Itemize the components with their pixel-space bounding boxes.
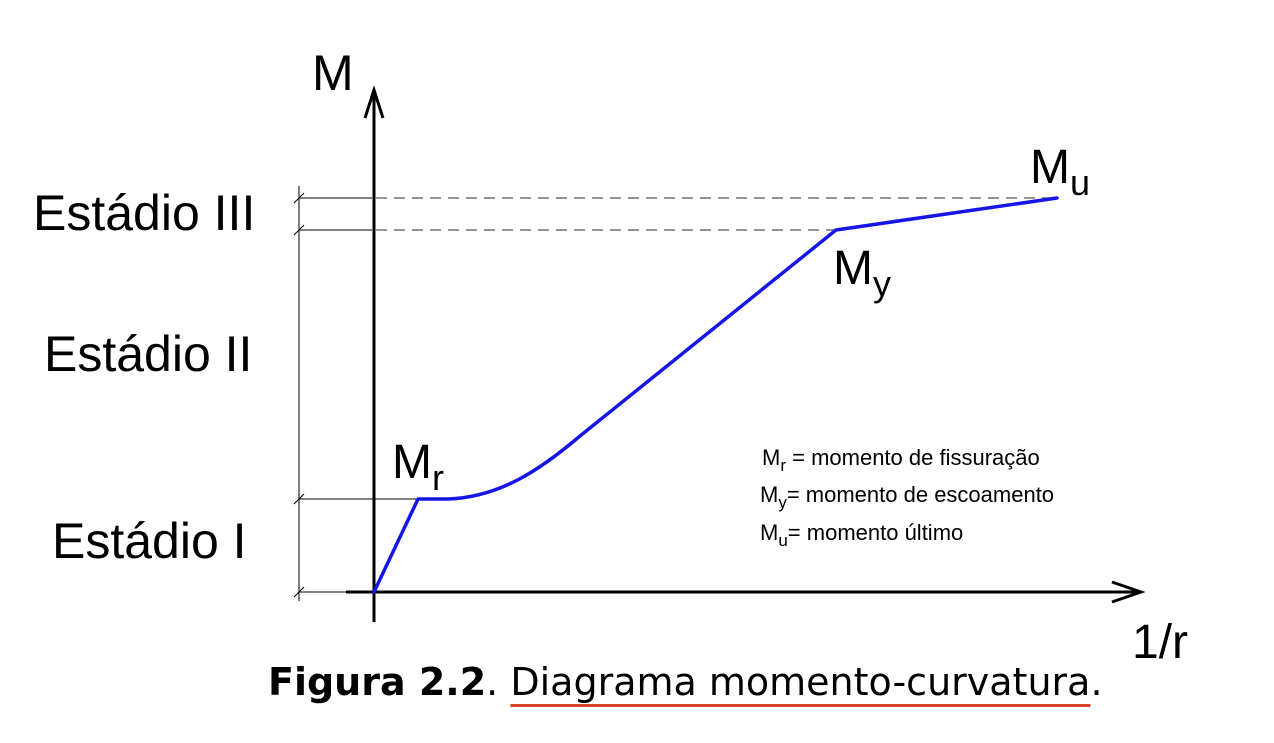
stage-label-iii: Estádio III <box>33 185 255 241</box>
stage-label-i: Estádio I <box>52 513 247 569</box>
legend-item-mr: Mr = momento de fissuração <box>762 445 1040 475</box>
caption-separator: . <box>486 660 511 704</box>
y-axis-arrowhead <box>363 85 385 119</box>
x-axis-label: 1/r <box>1132 616 1188 669</box>
y-axis-label: M <box>312 45 354 101</box>
point-label-mu: Mu <box>1030 141 1090 203</box>
point-label-mr: Mr <box>392 436 444 498</box>
figure-description: Diagrama momento-curvatura <box>510 660 1091 704</box>
x-axis-arrowhead <box>1111 580 1146 604</box>
legend-item-my: My= momento de escoamento <box>760 482 1054 512</box>
caption-end: . <box>1090 660 1103 704</box>
moment-curvature-curve <box>372 196 1059 594</box>
figure-caption: Figura 2.2. Diagrama momento-curvatura. <box>268 660 1103 704</box>
figure-number: Figura 2.2 <box>268 660 487 704</box>
point-label-my: My <box>833 242 891 304</box>
legend-item-mu: Mu= momento último <box>760 520 963 550</box>
stage-label-ii: Estádio II <box>44 326 252 382</box>
